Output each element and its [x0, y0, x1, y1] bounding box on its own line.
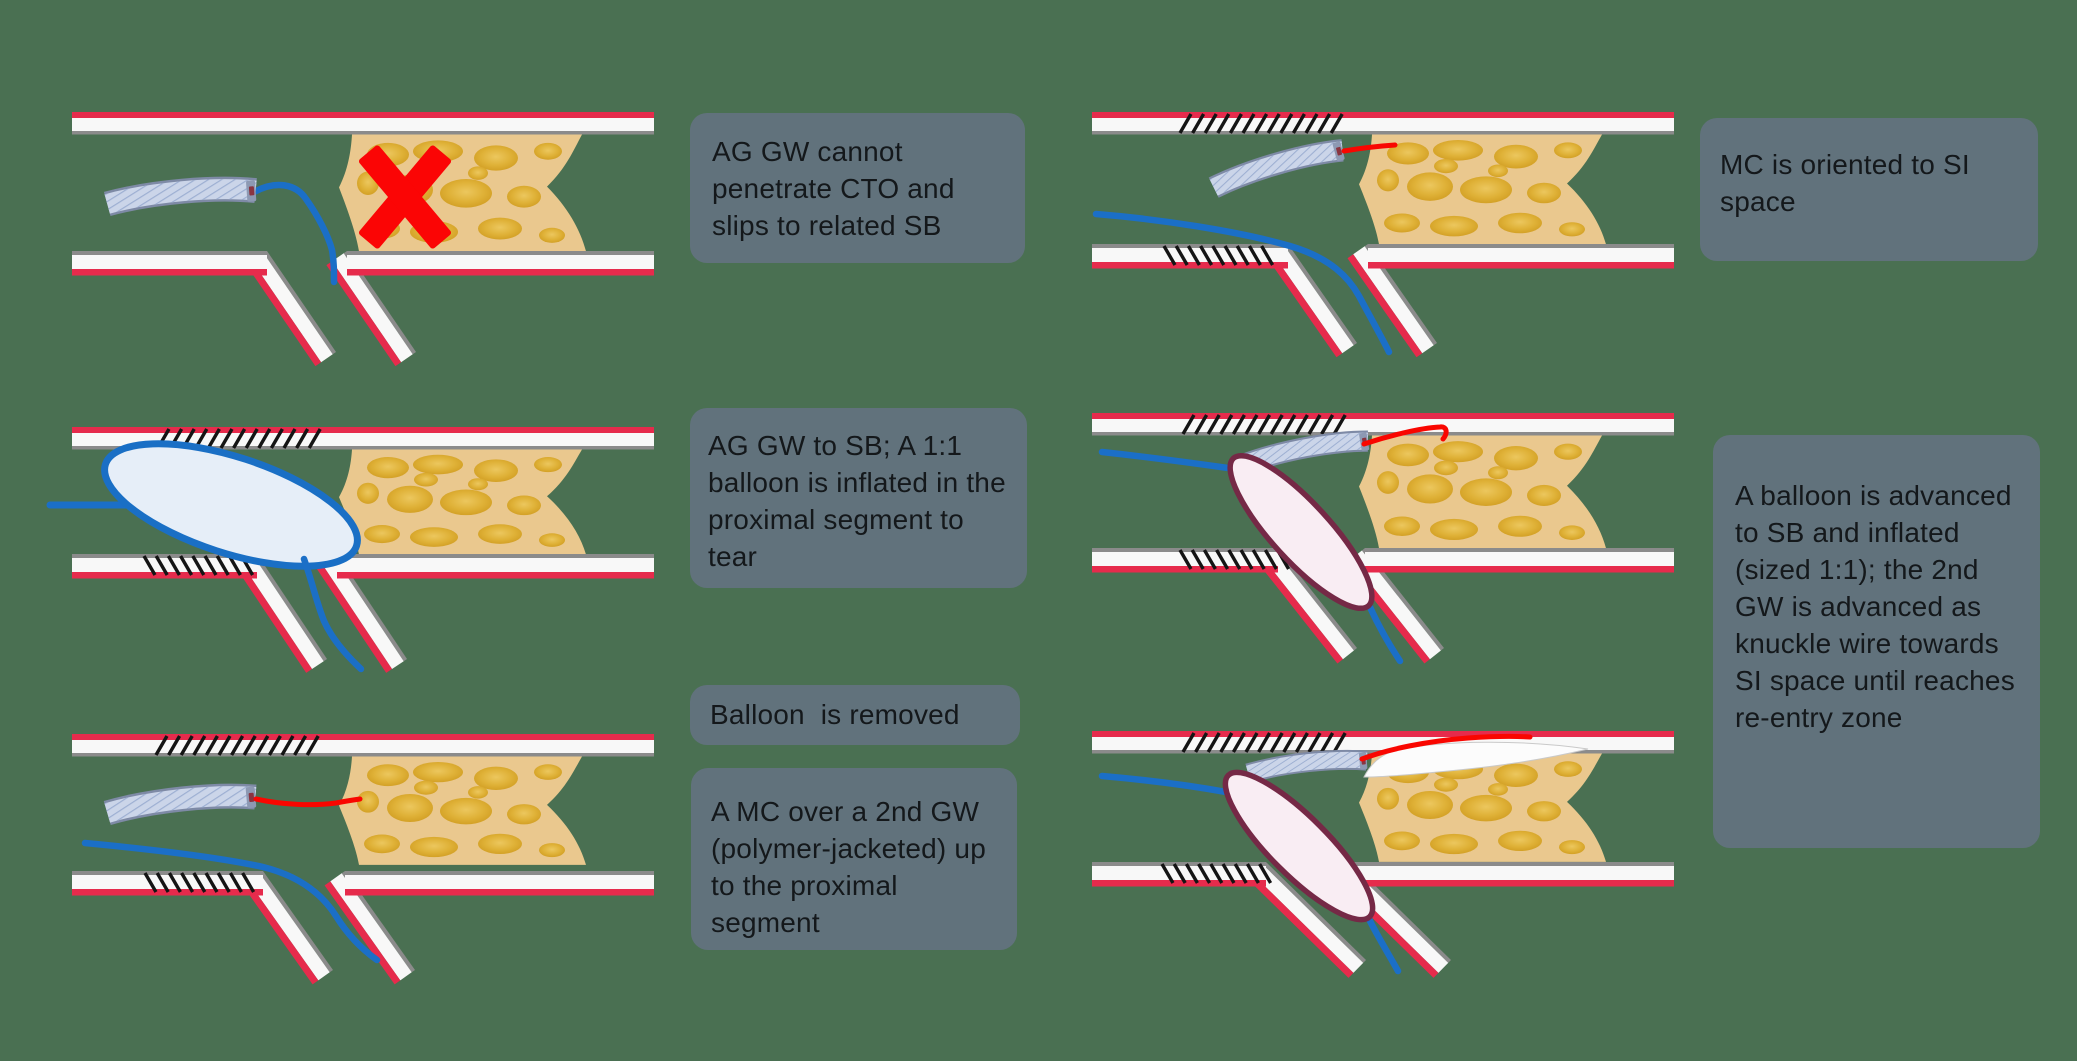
panel-1-ag-gw-fails [72, 112, 654, 367]
antegrade-guidewire [300, 555, 365, 673]
failure-cross-icon [358, 145, 452, 249]
caption-step-6: A MC over a 2nd GW (polymer-jacketed) up… [691, 768, 1017, 950]
microcatheter [1245, 749, 1368, 784]
antegrade-guidewire [1098, 448, 1232, 472]
second-guidewire [1361, 424, 1449, 447]
side-branch-walls [1267, 244, 1437, 358]
second-guidewire [1341, 142, 1398, 154]
side-branch-walls [242, 871, 415, 985]
sb-balloon [1222, 769, 1376, 923]
dissection-hatch-marks [1162, 113, 1344, 266]
cto-plaque [339, 757, 586, 865]
caption-text: AG GW to SB; A 1:1 balloon is inflated i… [708, 430, 1014, 572]
microcatheter [103, 783, 257, 826]
cto-plaque [1359, 436, 1606, 549]
cto-plaque [1359, 135, 1606, 245]
antegrade-guidewire [1365, 915, 1402, 975]
antegrade-guidewire [1092, 210, 1393, 356]
second-guidewire [253, 796, 363, 808]
caption-text: Balloon is removed [710, 699, 960, 730]
panel-6-knuckle-to-reentry [1092, 731, 1674, 978]
dissection-hatch-marks [1178, 414, 1347, 570]
side-branch-walls [246, 251, 416, 367]
panel-3-proximal-balloon [46, 427, 654, 673]
caption-step-2: MC is oriented to SI space [1700, 118, 2038, 261]
caption-text: AG GW cannot penetrate CTO and slips to … [712, 136, 963, 241]
antegrade-guidewire [1098, 772, 1230, 796]
caption-step-1: AG GW cannot penetrate CTO and slips to … [690, 113, 1025, 263]
antegrade-guidewire [1365, 601, 1404, 665]
panel-4-sb-balloon-knuckle [1092, 413, 1674, 665]
second-guidewire [1359, 733, 1533, 762]
dissection-hatch-marks [1160, 732, 1347, 884]
sb-balloon [1227, 452, 1375, 612]
caption-text: A MC over a 2nd GW (polymer-jacketed) up… [711, 796, 994, 938]
vessel-walls [72, 427, 654, 579]
side-branch-walls [236, 554, 407, 673]
antegrade-guidewire [81, 839, 381, 964]
dissection-hatch-marks [143, 735, 320, 893]
panel-5-mc-second-gw [72, 734, 654, 985]
caption-text: MC is oriented to SI space [1720, 149, 1978, 217]
antegrade-guidewire [250, 181, 338, 286]
microcatheter [1208, 139, 1345, 198]
cto-plaque [339, 450, 586, 555]
microcatheter [103, 176, 257, 217]
proximal-balloon [101, 440, 361, 570]
caption-text: A balloon is advanced to SB and inflated… [1735, 480, 2023, 733]
panel-2-mc-oriented-si [1092, 112, 1674, 358]
caption-step-5: Balloon is removed [690, 685, 1020, 745]
caption-step-4: A balloon is advanced to SB and inflated… [1713, 435, 2040, 848]
caption-step-3: AG GW to SB; A 1:1 balloon is inflated i… [690, 408, 1027, 588]
vessel-walls [72, 112, 654, 276]
